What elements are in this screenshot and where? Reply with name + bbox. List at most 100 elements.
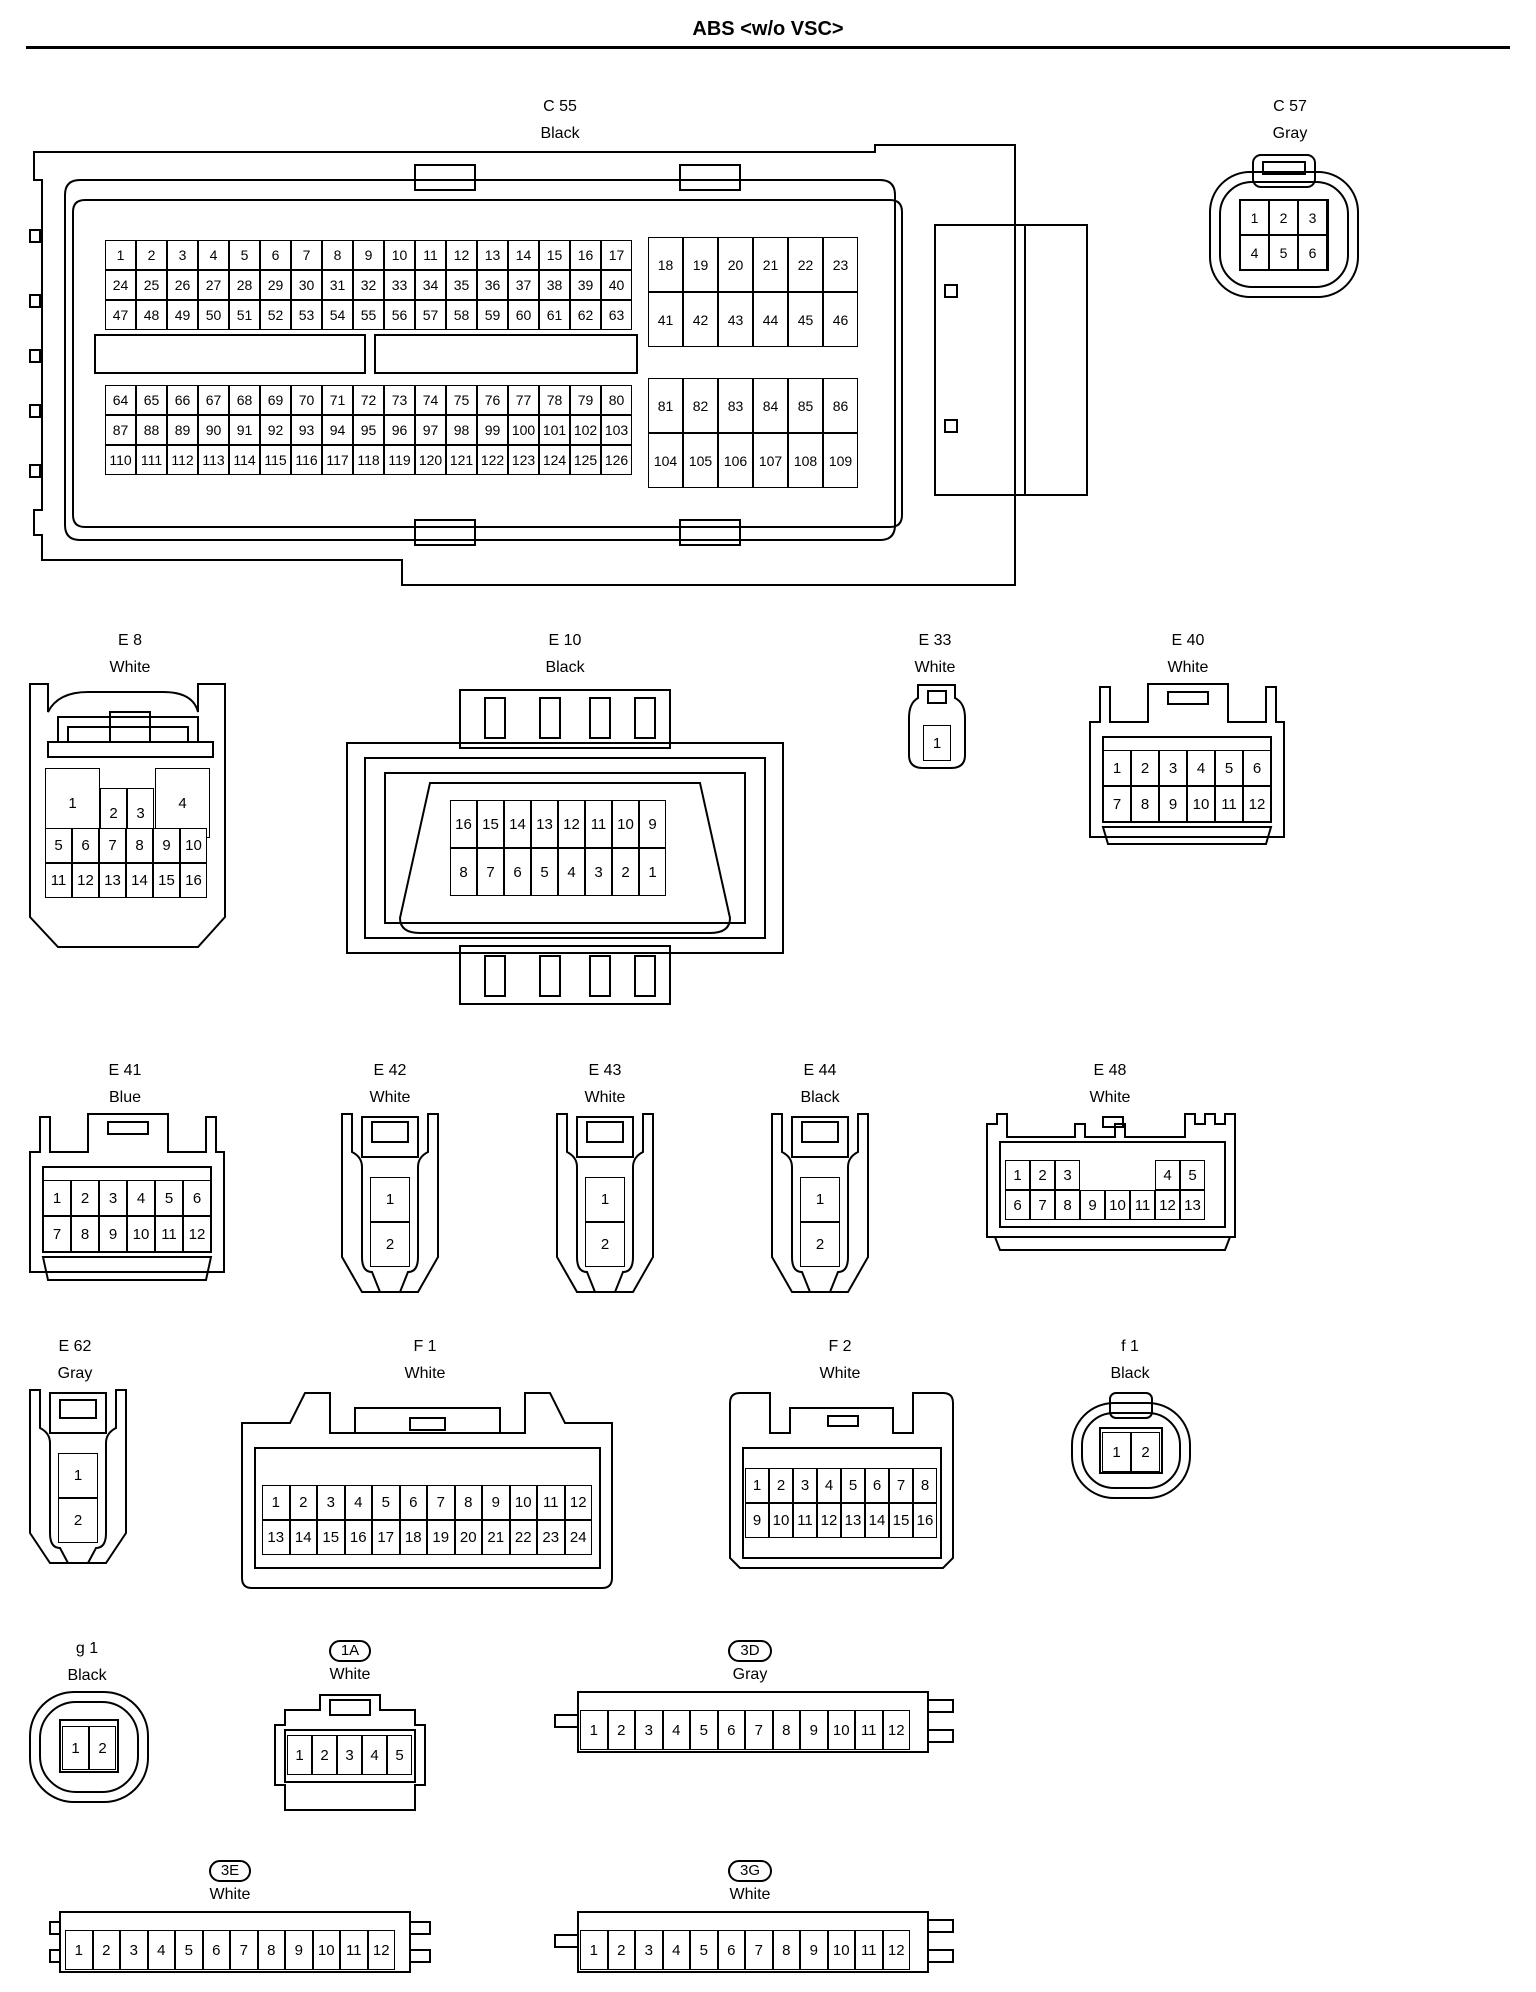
pin: 74 [415,385,446,415]
label-e8: E 8 White [90,632,170,677]
connector-3g-body [554,1911,954,1973]
pin: 2 [71,1180,99,1216]
pin: 77 [508,385,539,415]
pin: 35 [446,270,477,300]
pin: 16 [344,1520,372,1555]
pin: 5 [1180,1160,1205,1190]
pin: 102 [570,415,601,445]
pin: 7 [1030,1190,1055,1220]
connector-e33-body [908,684,966,769]
label-e41: E 41 Blue [85,1062,165,1107]
label-e42: E 42 White [355,1062,425,1107]
pin: 13 [99,863,126,898]
connector-e33: 1 [903,683,973,773]
pin: 45 [788,292,823,347]
pin: 7 [477,848,504,896]
connector-color: White [109,659,151,676]
pin: 44 [753,292,788,347]
pin: 6 [202,1930,230,1970]
pin: 66 [167,385,198,415]
connector-color: White [1089,1089,1131,1106]
label-3d: 3D Gray [700,1640,800,1684]
pin: 23 [823,237,858,292]
pin: 10 [827,1930,855,1970]
pin: 75 [446,385,477,415]
pin: 6 [717,1930,745,1970]
pin: 14 [508,240,539,270]
pin: 11 [155,1216,183,1252]
pin: 3 [99,1180,127,1216]
pin: 49 [167,300,198,330]
pin: 5 [841,1468,865,1503]
pin: 7 [745,1710,773,1750]
pin: 28 [229,270,260,300]
pin: 5 [690,1930,718,1970]
pin: 4 [127,1180,155,1216]
pin: 3 [585,848,612,896]
pin: 9 [1080,1190,1105,1220]
pin: 4 [662,1710,690,1750]
pin: 3 [1055,1160,1080,1190]
pin: 3 [635,1930,663,1970]
pin: 7 [230,1930,258,1970]
pin: 8 [257,1930,285,1970]
label-c55: C 55 Black [510,98,610,143]
pin: 120 [415,445,446,475]
connector-e8-body [29,683,226,948]
connector-e44-body [771,1113,869,1293]
pin: 91 [229,415,260,445]
pin: 8 [454,1485,482,1520]
pin: 10 [127,1216,155,1252]
pin: 5 [229,240,260,270]
pin: 65 [136,385,167,415]
pin: 7 [291,240,322,270]
title-rule [26,46,1510,49]
pin: 14 [865,1503,889,1538]
pin: 33 [384,270,415,300]
connector-color: White [584,1089,626,1106]
pin: 11 [415,240,446,270]
pin: 122 [477,445,508,475]
pin: 3 [635,1710,663,1750]
connector-color: Gray [57,1365,93,1382]
pin: 10 [384,240,415,270]
connector-color: White [209,1886,251,1903]
pin: 96 [384,415,415,445]
pin: 81 [648,378,683,433]
pin: 36 [477,270,508,300]
pin: 124 [539,445,570,475]
connector-e42-body [341,1113,439,1293]
pin: 9 [285,1930,313,1970]
pin: 56 [384,300,415,330]
pin: 4 [344,1485,372,1520]
connector-color: Gray [732,1666,768,1683]
pin: 64 [105,385,136,415]
connector-code: E 48 [1093,1062,1127,1079]
pin: 1 [65,1930,93,1970]
pin: 12 [882,1930,910,1970]
connector-e48-body [986,1113,1236,1251]
pin: 2 [769,1468,793,1503]
pin: 26 [167,270,198,300]
pin: 13 [262,1520,290,1555]
connector-code: E 33 [918,632,952,649]
label-f2: F 2 White [800,1338,880,1383]
pin: 90 [198,415,229,445]
pin: 34 [415,270,446,300]
pin: 15 [539,240,570,270]
pin: 114 [229,445,260,475]
pin: 125 [570,445,601,475]
pin: 42 [683,292,718,347]
label-e40: E 40 White [1148,632,1228,677]
pin: 6 [260,240,291,270]
label-1a: 1A White [300,1640,400,1684]
connector-e62-body [29,1389,127,1564]
pin: 57 [415,300,446,330]
pin: 82 [683,378,718,433]
